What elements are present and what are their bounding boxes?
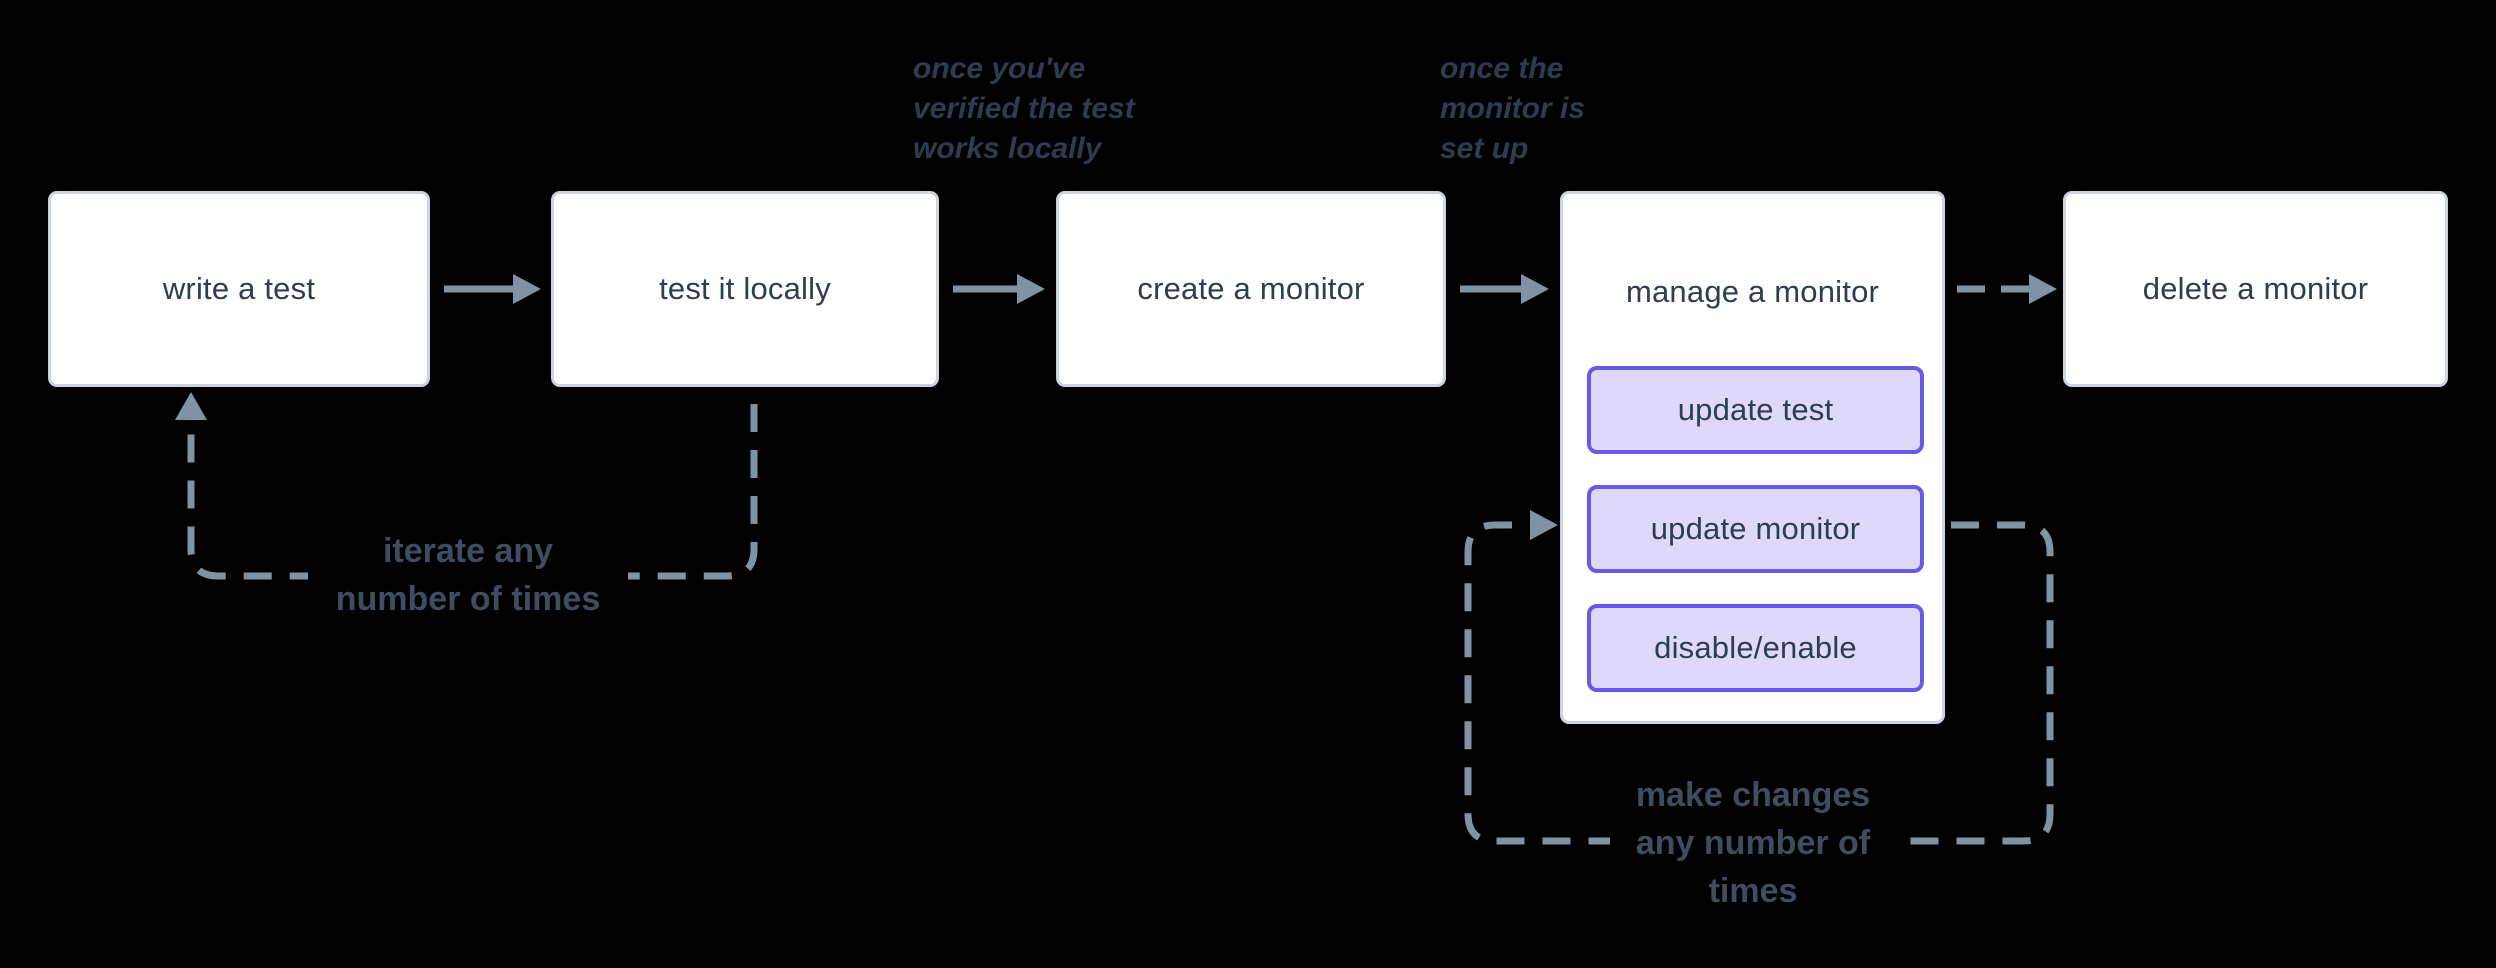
arrowhead-icon bbox=[175, 392, 207, 420]
subnode-update-monitor: update monitor bbox=[1587, 485, 1924, 573]
loop-label-line: times bbox=[1708, 872, 1798, 910]
make-changes-loop bbox=[1464, 510, 2054, 845]
node-manage-a-monitor: manage a monitor update test update moni… bbox=[1560, 191, 1945, 724]
iterate-loop bbox=[175, 392, 758, 580]
node-label: write a test bbox=[162, 271, 316, 306]
arrow-manage-to-delete bbox=[1957, 274, 2057, 304]
arrowhead-icon bbox=[1530, 510, 1558, 540]
subnode-label: update test bbox=[1677, 392, 1834, 427]
arrowhead-icon bbox=[2029, 274, 2057, 304]
annotation-monitor-set-up: once the monitor is set up bbox=[1440, 49, 1585, 169]
annotation-verified-locally: once you've verified the test works loca… bbox=[913, 49, 1135, 169]
node-create-a-monitor: create a monitor bbox=[1056, 191, 1446, 387]
loop-label-line: make changes bbox=[1635, 776, 1871, 814]
loop-label-line: iterate any bbox=[382, 532, 554, 570]
annotation-line: verified the test bbox=[913, 92, 1135, 125]
loop-label-line: any number of bbox=[1635, 824, 1871, 862]
node-label: test it locally bbox=[659, 271, 831, 306]
annotation-line: works locally bbox=[913, 132, 1102, 165]
arrowhead-icon bbox=[513, 274, 541, 304]
node-delete-a-monitor: delete a monitor bbox=[2063, 191, 2448, 387]
iterate-loop-label: iterate any number of times bbox=[308, 527, 628, 623]
node-label: manage a monitor bbox=[1625, 274, 1880, 309]
arrowhead-icon bbox=[1017, 274, 1045, 304]
subnode-update-test: update test bbox=[1587, 366, 1924, 454]
annotation-line: once you've bbox=[913, 52, 1086, 85]
annotation-line: set up bbox=[1440, 132, 1529, 165]
annotation-line: monitor is bbox=[1440, 92, 1586, 125]
subnode-label: disable/enable bbox=[1654, 630, 1857, 665]
subnode-disable-enable: disable/enable bbox=[1587, 604, 1924, 692]
arrow-create-to-manage bbox=[1460, 274, 1549, 304]
node-label: delete a monitor bbox=[2142, 271, 2369, 306]
arrowhead-icon bbox=[1521, 274, 1549, 304]
node-write-a-test: write a test bbox=[48, 191, 430, 387]
annotation-line: once the bbox=[1440, 52, 1564, 85]
loop-label-line: number of times bbox=[335, 580, 601, 618]
arrow-test-to-create bbox=[953, 274, 1045, 304]
node-test-it-locally: test it locally bbox=[551, 191, 939, 387]
make-changes-loop-label: make changes any number of times bbox=[1610, 771, 1896, 915]
subnode-label: update monitor bbox=[1650, 511, 1861, 546]
node-label: create a monitor bbox=[1137, 271, 1365, 306]
arrow-write-to-test bbox=[444, 274, 541, 304]
